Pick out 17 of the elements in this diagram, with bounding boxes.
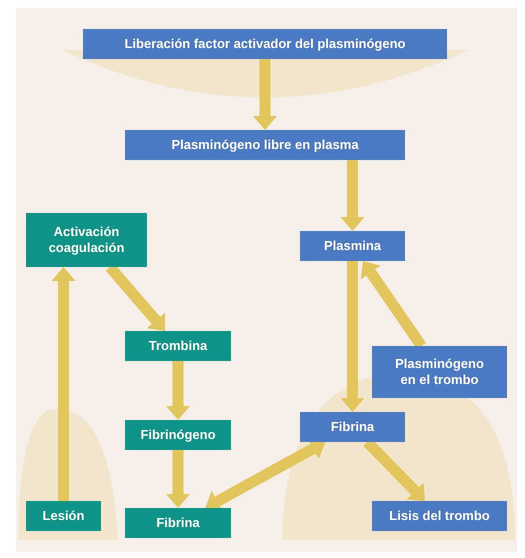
process-box: Lisis del trombo	[372, 501, 507, 531]
arrow	[52, 267, 76, 501]
process-box: Fibrina	[125, 508, 231, 538]
arrow	[340, 261, 364, 412]
arrow	[253, 59, 277, 130]
process-box: Fibrinógeno	[125, 420, 231, 450]
process-box: Lesión	[26, 501, 101, 531]
arrow	[166, 450, 190, 508]
process-box: Liberación factor activador del plasminógeno	[83, 29, 447, 59]
arrow	[166, 361, 190, 420]
arrow	[340, 160, 364, 231]
process-box: Fibrina	[300, 412, 405, 442]
process-box: Plasminógeno en el trombo	[372, 346, 507, 398]
process-box: Plasminógeno libre en plasma	[125, 130, 405, 160]
process-box: Plasmina	[300, 231, 405, 261]
process-box: Trombina	[125, 331, 231, 361]
process-box: Activación coagulación	[26, 213, 147, 267]
